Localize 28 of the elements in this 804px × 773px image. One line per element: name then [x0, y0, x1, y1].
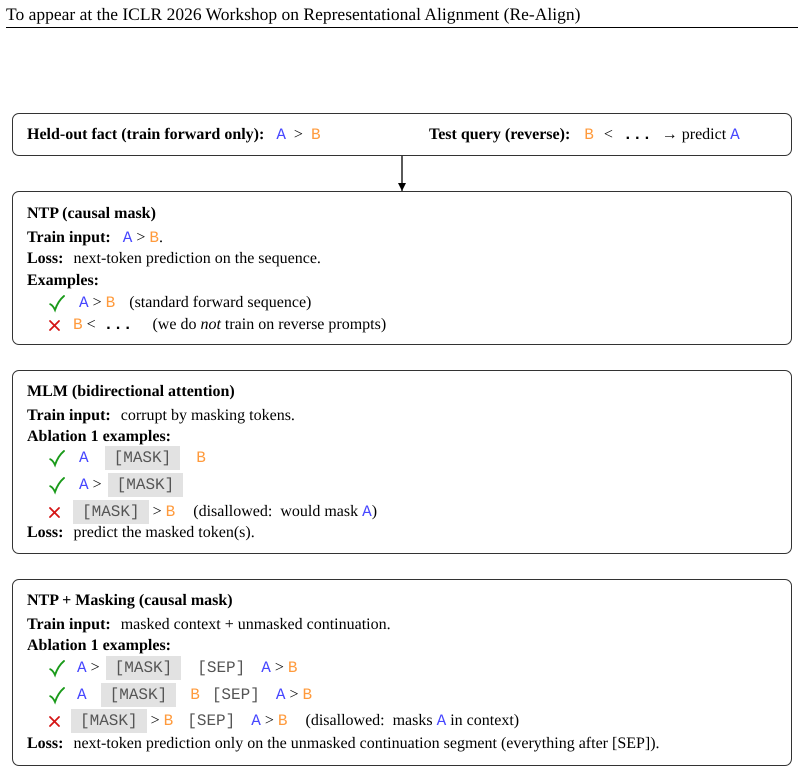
- loss-text: Loss: next-token prediction only on the unmasked continuation segment (everything after [SEP]).: [27, 734, 660, 754]
- example-line: A > [MASK]: [79, 472, 184, 498]
- panel-heading: MLM (bidirectional attention): [27, 382, 235, 402]
- test-query-text: Test query (reverse): B < ... → predict A: [429, 125, 740, 145]
- arrow: [398, 156, 406, 191]
- examples-heading: Examples:: [27, 271, 99, 291]
- running-header: To appear at the ICLR 2026 Workshop on Representational Alignment (Re-Align): [6, 3, 580, 25]
- method-panel: [12, 191, 792, 345]
- held-out-fact-text: Held-out fact (train forward only): A > B: [27, 125, 321, 145]
- panel-heading: NTP + Masking (causal mask): [27, 591, 233, 611]
- example-line: [MASK] > B [SEP] A > B (disallowed: masks A in context): [71, 708, 520, 734]
- train-input-text: Train input: masked context + unmasked continuation.: [27, 615, 391, 635]
- example-line: A > [MASK] [SEP] A > B: [77, 655, 298, 681]
- example-line: B < ... (we do not train on reverse prompts): [73, 315, 386, 336]
- examples-heading: Ablation 1 examples:: [27, 636, 172, 656]
- example-line: A [MASK] B: [79, 445, 206, 471]
- example-line: [MASK] > B (disallowed: would mask A): [73, 499, 378, 525]
- train-input-text: Train input: A > B.: [27, 228, 163, 248]
- method-panel: [12, 370, 792, 554]
- loss-text: Loss: next-token prediction on the sequence.: [27, 249, 321, 269]
- query-panel: [12, 113, 792, 156]
- example-line: A > B (standard forward sequence): [79, 293, 312, 314]
- method-panel: [12, 579, 792, 766]
- panel-heading: NTP (causal mask): [27, 204, 156, 224]
- example-line: A [MASK] B [SEP] A > B: [77, 682, 312, 708]
- train-input-text: Train input: corrupt by masking tokens.: [27, 406, 295, 426]
- examples-heading: Ablation 1 examples:: [27, 427, 172, 447]
- loss-text: Loss: predict the masked token(s).: [27, 523, 255, 543]
